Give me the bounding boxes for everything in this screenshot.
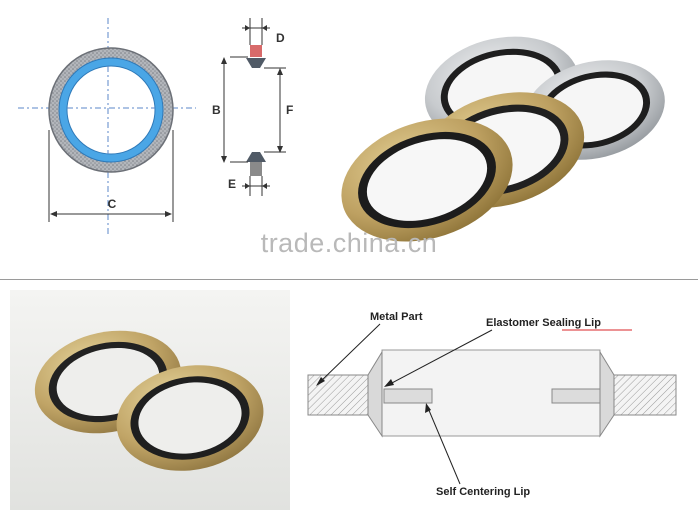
elastomer-lip-right — [599, 350, 615, 438]
front-view-drawing: C — [18, 18, 196, 236]
label-self-centering-lip: Self Centering Lip — [436, 486, 530, 498]
metal-part-left — [307, 374, 369, 416]
label-elastomer-lip: Elastomer Sealing Lip — [486, 317, 601, 329]
section-divider — [0, 279, 698, 280]
dimension-label-b: B — [212, 103, 221, 117]
dimension-label-f: F — [286, 103, 293, 117]
seal-photo-top — [341, 36, 665, 242]
metal-part-right — [613, 374, 677, 416]
watermark: trade.china.cn — [260, 228, 438, 258]
self-centering-lip-left — [383, 388, 433, 404]
brass-seal-front — [341, 118, 513, 242]
dimension-label-d: D — [276, 31, 285, 45]
label-metal-part: Metal Part — [370, 311, 423, 323]
dimension-label-c: C — [108, 197, 117, 211]
dimension-label-e: E — [228, 177, 236, 191]
cross-section-diagram: Metal Part Elastomer Sealing Lip Self Ce… — [307, 311, 677, 498]
seal-photo-bottom — [10, 290, 290, 510]
side-section-drawing: D B F E — [212, 18, 293, 196]
elastomer-lip-left — [367, 350, 383, 438]
brass-seal-right — [116, 365, 264, 471]
